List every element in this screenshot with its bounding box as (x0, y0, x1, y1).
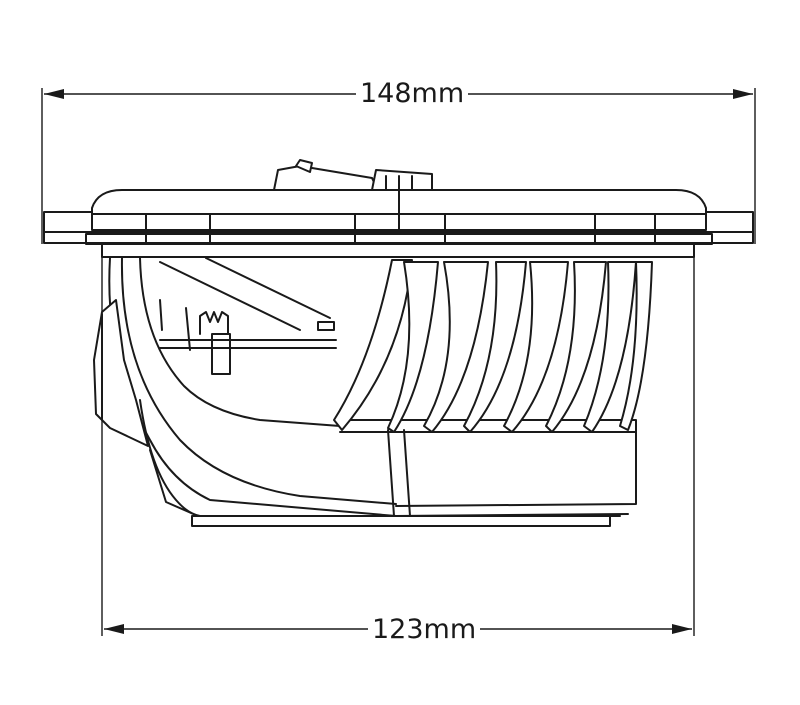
motor-cooling-fins (333, 259, 653, 507)
arrowhead-right-top (733, 89, 753, 99)
terminal-connector (273, 159, 433, 233)
arrowhead-right-bottom (672, 624, 692, 634)
arrowhead-left-top (44, 89, 64, 99)
arrowhead-left-bottom (104, 624, 124, 634)
wire-clip (159, 299, 335, 375)
overall-width-label: 148mm (356, 79, 469, 109)
cutout-width-label: 123mm (368, 615, 481, 645)
